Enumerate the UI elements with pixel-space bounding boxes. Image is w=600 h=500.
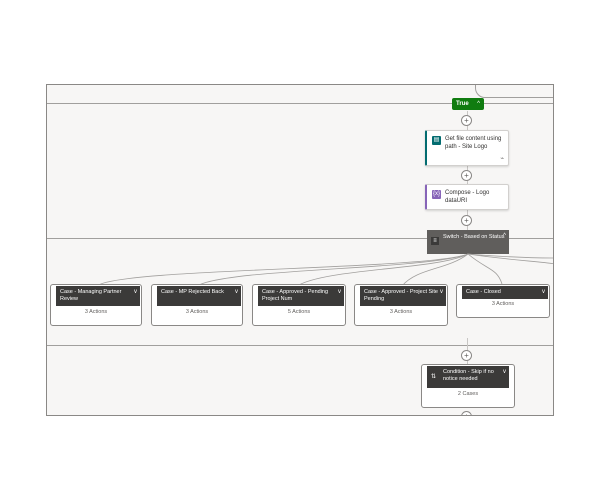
add-step-button[interactable]: + [461, 350, 472, 361]
branch-connector [467, 253, 553, 265]
compose-icon: {x} [432, 190, 441, 199]
case-action-count: 5 Actions [287, 309, 311, 315]
switch-icon: ≡ [431, 237, 439, 245]
chevron-down-icon: v [338, 289, 341, 295]
case-header[interactable]: Case - MP Rejected Back v [157, 286, 241, 306]
case-title: Case - Approved - Pending Project Num [262, 289, 329, 302]
step-card-compose[interactable]: {x} Compose - Logo dataURI [425, 184, 509, 210]
case-container[interactable]: Case - Managing Partner Review v 3 Actio… [50, 284, 142, 326]
case-title: Case - MP Rejected Back [161, 289, 224, 295]
flow-designer-canvas[interactable]: True ^ + ▤ Get file content using path -… [46, 84, 554, 416]
branch-connector [401, 253, 469, 287]
case-title: Case - Closed [466, 289, 501, 295]
file-icon: ▤ [432, 136, 441, 145]
step-title: Get file content using path - Site Logo [445, 136, 502, 150]
true-branch-label[interactable]: True ^ [452, 98, 484, 110]
chevron-down-icon: v [503, 369, 506, 375]
condition-icon: ⇅ [431, 374, 437, 380]
switch-action-header[interactable]: ≡ Switch - Based on Status ^ [427, 230, 509, 254]
chevron-down-icon: v [440, 289, 443, 295]
case-header[interactable]: Case - Approved - Pending Project Num v [258, 286, 344, 306]
link-icon: ⌁ [500, 156, 504, 162]
switch-scope-border [47, 238, 553, 239]
condition-container[interactable]: ⇅ Condition - Skip if no notice needed v… [421, 364, 515, 408]
case-title: Case - Managing Partner Review [60, 289, 122, 302]
step-title: Compose - Logo dataURI [445, 190, 490, 204]
scope-border-top [47, 103, 553, 104]
case-action-count: 3 Actions [389, 309, 413, 315]
case-container[interactable]: Case - Approved - Project Site Pending v… [354, 284, 448, 326]
step-card-get-file[interactable]: ▤ Get file content using path - Site Log… [425, 130, 509, 166]
case-container[interactable]: Case - MP Rejected Back v 3 Actions [151, 284, 243, 326]
case-action-count: 3 Actions [491, 301, 515, 307]
switch-branch-connectors [96, 253, 553, 287]
case-container[interactable]: Case - Closed v 3 Actions [456, 284, 550, 318]
chevron-up-icon: ^ [477, 101, 480, 107]
case-header[interactable]: Case - Approved - Project Site Pending v [360, 286, 446, 306]
add-step-button[interactable]: + [461, 115, 472, 126]
add-step-button[interactable]: + [461, 170, 472, 181]
condition-title: Condition - Skip if no notice needed [443, 369, 494, 382]
connector-curve [475, 85, 553, 98]
branch-connector [296, 253, 469, 287]
condition-case-count: 2 Cases [457, 391, 479, 397]
branch-connector [196, 253, 469, 287]
chevron-up-icon: ^ [503, 233, 506, 239]
case-action-count: 3 Actions [84, 309, 108, 315]
true-label-text: True [456, 101, 469, 107]
case-title: Case - Approved - Project Site Pending [364, 289, 438, 302]
branch-connector [96, 253, 469, 287]
switch-scope-border-bottom [47, 345, 553, 346]
case-container[interactable]: Case - Approved - Pending Project Num v … [252, 284, 346, 326]
condition-header[interactable]: ⇅ Condition - Skip if no notice needed v [427, 366, 509, 388]
chevron-down-icon: v [134, 289, 137, 295]
chevron-down-icon: v [542, 289, 545, 295]
case-action-count: 3 Actions [185, 309, 209, 315]
add-step-button[interactable]: + [461, 215, 472, 226]
case-header[interactable]: Case - Closed v [462, 286, 548, 299]
case-header[interactable]: Case - Managing Partner Review v [56, 286, 140, 306]
branch-connector [467, 253, 553, 259]
branch-connector [467, 253, 503, 285]
switch-title: Switch - Based on Status [443, 234, 505, 240]
add-step-button[interactable]: + [461, 411, 472, 415]
chevron-down-icon: v [235, 289, 238, 295]
